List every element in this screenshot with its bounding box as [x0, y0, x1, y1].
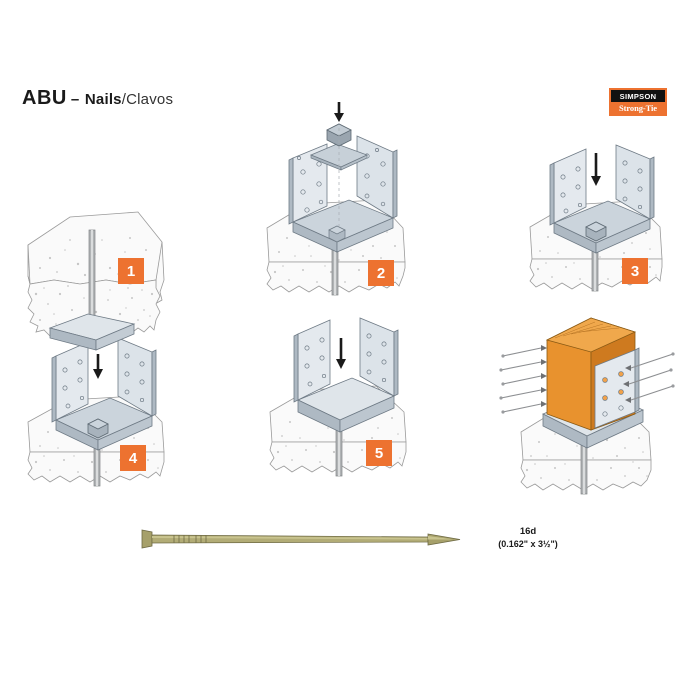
- step-2-badge: 2: [368, 260, 394, 286]
- seated-nut: [87, 418, 109, 439]
- step-5-badge: 5: [366, 440, 392, 466]
- square-washer: [309, 143, 369, 171]
- install-direction-arrow: [93, 354, 103, 379]
- step-3-illustration: [529, 144, 663, 292]
- nail-holes-right: [124, 353, 145, 403]
- page-title: ABU– Nails/Clavos: [22, 87, 173, 110]
- nail-dimensions: (0.162" x 3½"): [498, 539, 558, 549]
- step-2-illustration: [266, 102, 406, 296]
- title-dash: –: [70, 91, 80, 108]
- simpson-strong-tie-logo: SIMPSON Strong-Tie: [609, 88, 667, 116]
- nail-holes-right: [622, 160, 643, 210]
- step-6-panel: [495, 310, 675, 495]
- logo-simpson-text: SIMPSON: [611, 90, 665, 102]
- nail-holes-left: [62, 359, 85, 409]
- nails-right-heads: [669, 352, 675, 388]
- fastener-name-en: Nails: [84, 91, 122, 108]
- base-right-wing: [594, 347, 640, 429]
- nails-left-tips: [541, 345, 547, 407]
- step-5-panel: 5: [248, 317, 448, 485]
- step-1-badge: 1: [118, 258, 144, 284]
- nail-legend: 16d (0.162" x 3½"): [128, 505, 558, 575]
- nail-illustration: [141, 529, 461, 549]
- nail-graphic: [141, 529, 461, 549]
- abu-post-base: [51, 337, 157, 451]
- nail-spec-label: 16d (0.162" x 3½"): [468, 525, 588, 551]
- fastener-separator: /: [121, 91, 127, 108]
- step-4-illustration: [27, 313, 165, 487]
- step-4-panel: 4: [10, 310, 210, 490]
- nail-shank-ridges: [173, 535, 207, 543]
- fastener-name-es: Clavos: [126, 91, 174, 108]
- step-3-badge: 3: [622, 258, 648, 284]
- nails-left: [500, 347, 542, 413]
- abu-post-base: [549, 144, 655, 254]
- wood-grain: [554, 321, 620, 339]
- nail-holes-right: [602, 371, 624, 417]
- seated-nut: [328, 225, 346, 243]
- nail-holes-left: [560, 166, 583, 214]
- nail-holes-right: [366, 333, 387, 383]
- step-3-panel: 3: [490, 144, 675, 300]
- nails-right-tips: [623, 365, 631, 403]
- nail-size: 16d: [519, 526, 537, 537]
- standoff-plate: [48, 313, 136, 351]
- step-6-illustration: [499, 317, 675, 495]
- install-direction-arrow: [334, 102, 344, 122]
- nail-holes-left: [304, 337, 327, 387]
- install-direction-arrow: [336, 338, 346, 369]
- nails-right: [628, 353, 674, 401]
- install-direction-arrow: [591, 153, 601, 186]
- abu-post-base: [293, 317, 399, 433]
- logo-strongtie-text: Strong-Tie: [619, 103, 657, 113]
- tightened-nut: [585, 221, 607, 242]
- step-4-badge: 4: [120, 445, 146, 471]
- nail-holes-left: [297, 156, 324, 213]
- product-code: ABU: [22, 87, 67, 109]
- step-2-panel: 2: [245, 102, 445, 300]
- step-5-illustration: [269, 317, 407, 477]
- nails-left-heads: [499, 354, 505, 414]
